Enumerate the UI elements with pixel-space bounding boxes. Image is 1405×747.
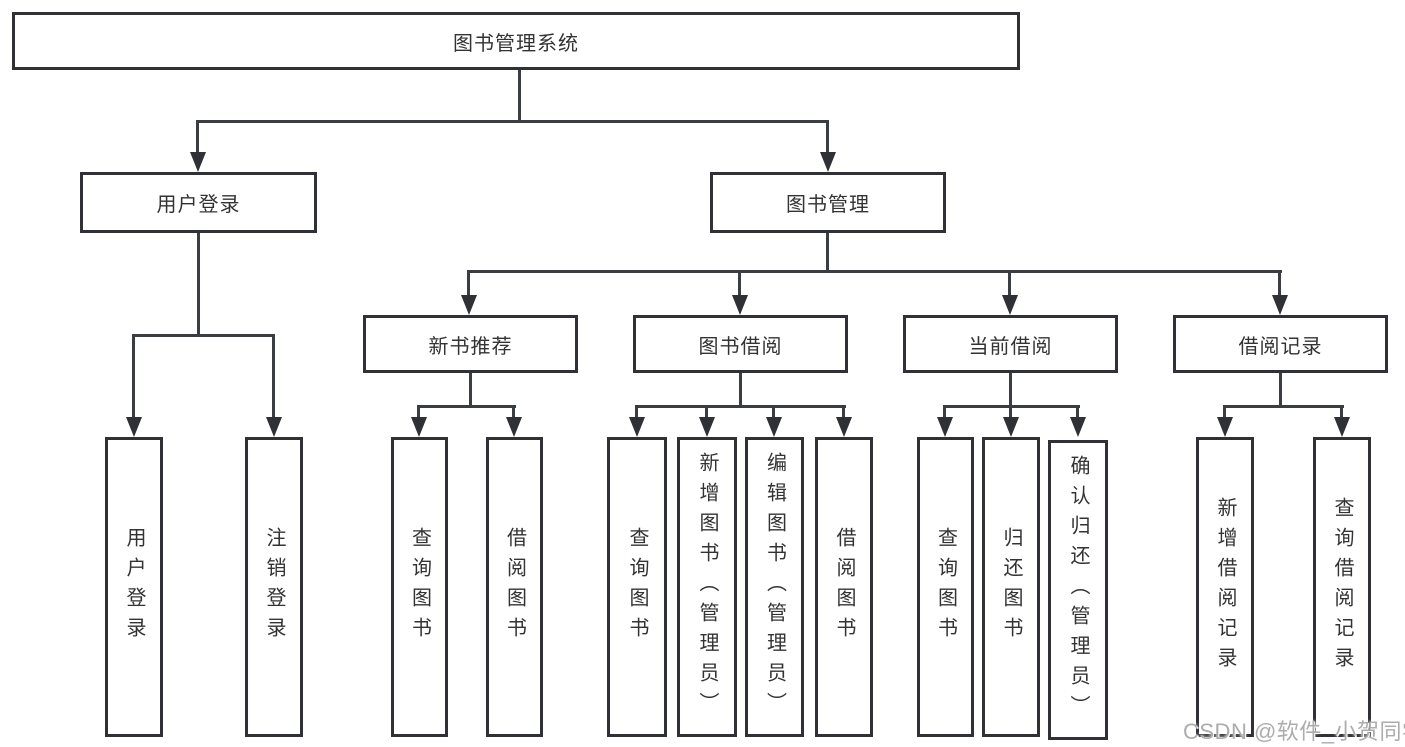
arrow-down-cat-records xyxy=(1272,295,1288,315)
leaf-add-borrow-record-label: 新增借阅记录 xyxy=(1214,497,1236,677)
connector-drop-cat2-leaf2 xyxy=(1076,405,1079,419)
leaf-borrow-borrow-book: 借阅图书 xyxy=(815,437,873,737)
leaf-confirm-return-admin-label: 确认归还（管理员） xyxy=(1067,455,1089,725)
arrow-down-cat2-leaf2 xyxy=(1070,417,1086,437)
node-book-mgmt-label: 图书管理 xyxy=(786,194,870,216)
connector-drop-cat1-leaf1 xyxy=(705,405,708,419)
arrow-down-leaf-logout xyxy=(266,417,282,437)
arrow-down-cat2-leaf0 xyxy=(937,417,953,437)
csdn-watermark: CSDN @软件_小贺同学 xyxy=(1183,719,1405,744)
connector-book-mgmt-stem xyxy=(826,233,829,272)
arrow-down-user-login xyxy=(190,152,206,172)
leaf-user-login: 用户登录 xyxy=(105,437,163,737)
node-borrow-records-label: 借阅记录 xyxy=(1238,335,1323,358)
node-borrow-records: 借阅记录 xyxy=(1173,315,1388,373)
arrow-down-cat1-leaf3 xyxy=(836,417,852,437)
leaf-current-query-book-label: 查询图书 xyxy=(934,527,957,647)
arrow-down-cat-current xyxy=(1002,295,1018,315)
arrow-down-cat1-leaf0 xyxy=(629,417,645,437)
connector-drop-cat2-leaf1 xyxy=(1009,405,1012,419)
connector-drop-cat-borrow xyxy=(738,270,741,297)
leaf-add-book-admin-label: 新增图书（管理员） xyxy=(696,452,718,722)
connector-user-login-stem xyxy=(197,233,200,336)
connector-drop-cat-newbook xyxy=(467,270,470,297)
node-new-book-recommend-label: 新书推荐 xyxy=(428,335,513,358)
arrow-down-cat3-leaf0 xyxy=(1217,417,1233,437)
leaf-add-borrow-record: 新增借阅记录 xyxy=(1196,437,1254,737)
arrow-down-cat0-leaf0 xyxy=(411,417,427,437)
connector-cat3-bar xyxy=(1224,405,1344,408)
leaf-newrec-query-book: 查询图书 xyxy=(391,437,448,737)
connector-cat2-stem xyxy=(1009,373,1012,407)
leaf-user-login-label: 用户登录 xyxy=(123,527,145,647)
leaf-newrec-borrow-book: 借阅图书 xyxy=(486,437,543,737)
arrow-down-cat1-leaf2 xyxy=(766,417,782,437)
connector-cat1-stem xyxy=(739,373,742,407)
node-new-book-recommend: 新书推荐 xyxy=(363,315,578,373)
leaf-edit-book-admin-label: 编辑图书（管理员） xyxy=(763,452,786,722)
leaf-newrec-query-book-label: 查询图书 xyxy=(408,527,431,647)
connector-drop-cat3-leaf1 xyxy=(1340,405,1343,419)
node-book-borrow: 图书借阅 xyxy=(633,315,848,373)
leaf-newrec-borrow-book-label: 借阅图书 xyxy=(503,527,526,647)
leaf-return-book-label: 归还图书 xyxy=(1000,527,1022,647)
connector-drop-cat-records xyxy=(1278,270,1281,297)
leaf-current-query-book: 查询图书 xyxy=(917,437,974,737)
arrow-down-cat-newbook xyxy=(461,295,477,315)
connector-cat3-stem xyxy=(1279,373,1282,407)
node-root-label: 图书管理系统 xyxy=(453,32,579,55)
connector-drop-cat0-leaf0 xyxy=(417,405,420,419)
connector-user-login-bar xyxy=(133,334,275,337)
arrow-down-leaf-user-login xyxy=(126,417,142,437)
arrow-down-cat2-leaf1 xyxy=(1003,417,1019,437)
connector-drop-book-mgmt xyxy=(826,120,829,154)
leaf-query-borrow-record-label: 查询借阅记录 xyxy=(1331,497,1353,677)
connector-drop-leaf-user-login xyxy=(132,334,135,419)
connector-cat1-bar xyxy=(636,405,846,408)
leaf-borrow-borrow-book-label: 借阅图书 xyxy=(833,527,855,647)
arrow-down-cat3-leaf1 xyxy=(1334,417,1350,437)
arrow-down-cat-borrow xyxy=(732,295,748,315)
connector-drop-cat1-leaf3 xyxy=(842,405,845,419)
node-current-borrow-label: 当前借阅 xyxy=(968,335,1053,358)
connector-drop-leaf-logout xyxy=(272,334,275,419)
node-book-borrow-label: 图书借阅 xyxy=(698,335,783,358)
leaf-borrow-query-book-label: 查询图书 xyxy=(626,527,648,647)
node-user-login-label: 用户登录 xyxy=(156,194,241,216)
connector-cat0-bar xyxy=(418,405,516,408)
leaf-logout-login-label: 注销登录 xyxy=(263,527,285,647)
connector-drop-cat1-leaf2 xyxy=(772,405,775,419)
arrow-down-cat0-leaf1 xyxy=(506,417,522,437)
connector-drop-cat2-leaf0 xyxy=(943,405,946,419)
leaf-confirm-return-admin: 确认归还（管理员） xyxy=(1048,440,1108,740)
arrow-down-cat1-leaf1 xyxy=(699,417,715,437)
connector-categories-bar xyxy=(468,270,1282,273)
connector-drop-cat-current xyxy=(1008,270,1011,297)
arrow-down-book-mgmt xyxy=(820,152,836,172)
connector-root-bar xyxy=(197,120,829,123)
leaf-edit-book-admin: 编辑图书（管理员） xyxy=(745,437,804,737)
connector-root-stem xyxy=(518,70,521,122)
connector-drop-user-login xyxy=(196,120,199,154)
connector-drop-cat3-leaf0 xyxy=(1223,405,1226,419)
leaf-add-book-admin: 新增图书（管理员） xyxy=(677,437,737,737)
connector-cat2-bar xyxy=(944,405,1080,408)
node-book-mgmt: 图书管理 xyxy=(710,172,946,233)
leaf-logout-login: 注销登录 xyxy=(245,437,303,737)
node-root: 图书管理系统 xyxy=(12,12,1020,70)
leaf-query-borrow-record: 查询借阅记录 xyxy=(1313,437,1371,737)
leaf-borrow-query-book: 查询图书 xyxy=(607,437,667,737)
node-user-login: 用户登录 xyxy=(80,172,317,233)
connector-drop-cat1-leaf0 xyxy=(635,405,638,419)
node-current-borrow: 当前借阅 xyxy=(903,315,1118,373)
connector-drop-cat0-leaf1 xyxy=(512,405,515,419)
leaf-return-book: 归还图书 xyxy=(982,437,1040,737)
connector-cat0-stem xyxy=(469,373,472,407)
